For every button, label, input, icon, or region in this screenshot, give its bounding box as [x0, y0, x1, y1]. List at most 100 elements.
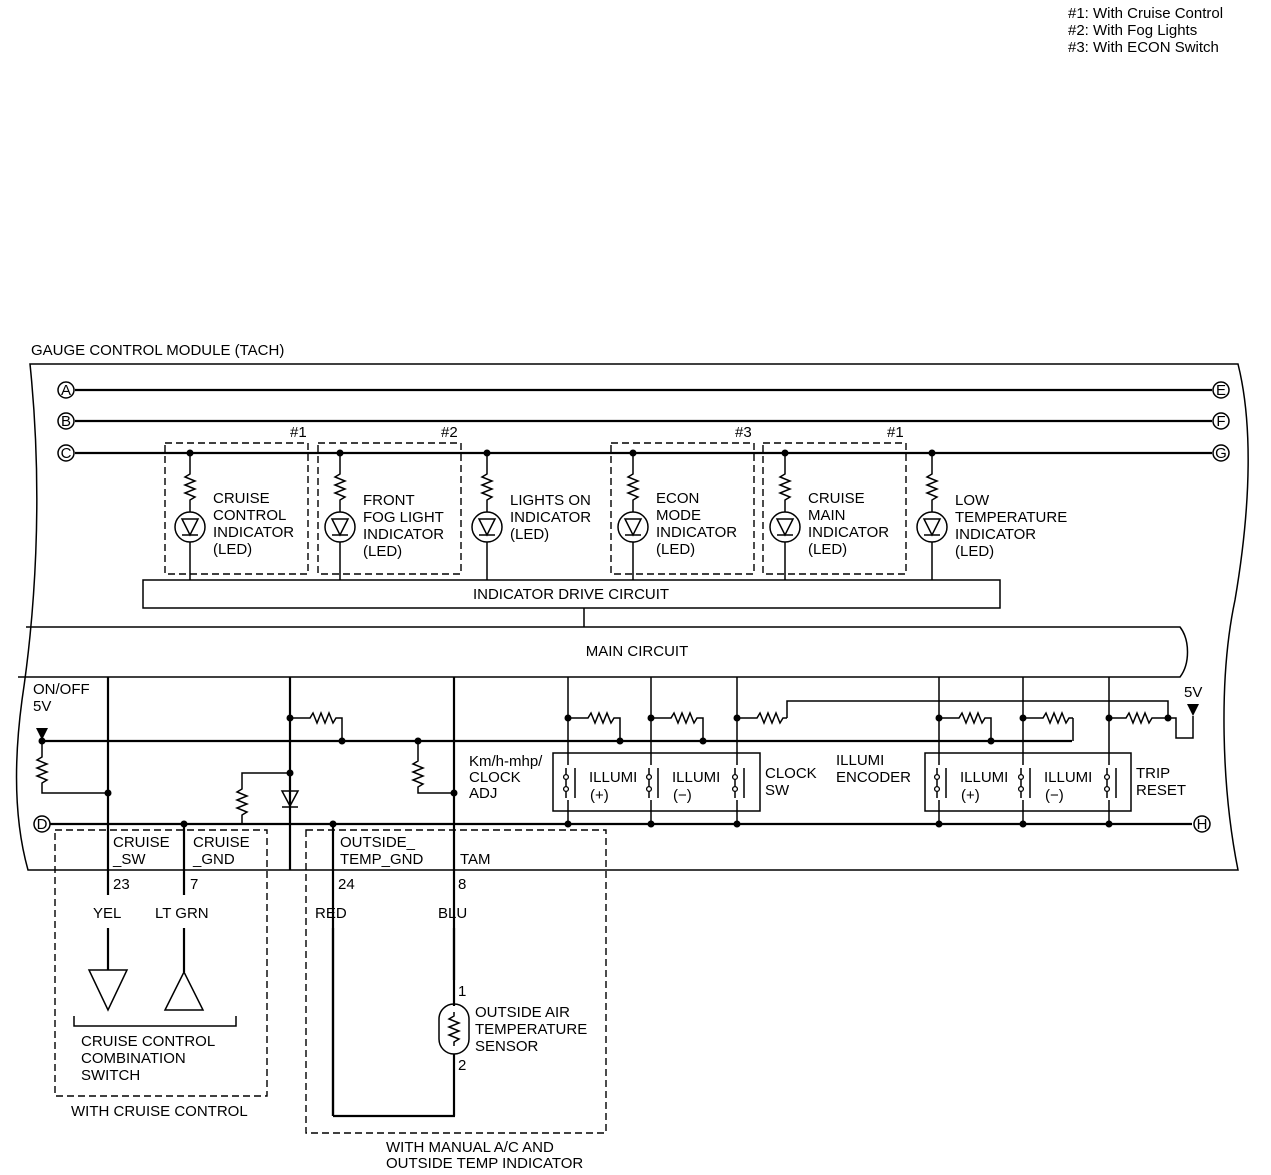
main-circuit: MAIN CIRCUIT — [18, 626, 1189, 678]
svg-text:#1: #1 — [290, 424, 307, 441]
svg-text:1: 1 — [458, 983, 466, 1000]
svg-text:INDICATOR: INDICATOR — [363, 526, 444, 543]
svg-text:7: 7 — [190, 876, 198, 893]
indicator-drive-circuit: INDICATOR DRIVE CIRCUIT — [142, 579, 1001, 627]
svg-text:H: H — [1197, 816, 1208, 833]
svg-text:5V: 5V — [33, 698, 51, 715]
switch-icon — [562, 767, 576, 799]
svg-text:ILLUMI: ILLUMI — [672, 769, 720, 786]
svg-text:LOW: LOW — [955, 492, 990, 509]
svg-text:(−): (−) — [673, 787, 692, 804]
svg-text:MAIN CIRCUIT: MAIN CIRCUIT — [586, 643, 689, 660]
trip-reset-switches: ILLUMI (+) ILLUMI (−) TRIP RESET — [924, 677, 1186, 828]
svg-text:MODE: MODE — [656, 507, 701, 524]
supply-5v: 5V — [1168, 684, 1202, 739]
svg-text:OUTSIDE AIR: OUTSIDE AIR — [475, 1004, 570, 1021]
svg-text:WITH MANUAL A/C AND: WITH MANUAL A/C AND — [386, 1139, 554, 1156]
svg-text:(LED): (LED) — [363, 543, 402, 560]
svg-text:G: G — [1215, 445, 1227, 462]
svg-text:(LED): (LED) — [656, 541, 695, 558]
led-icon — [617, 511, 649, 543]
terminal-cruise-sw: CRUISE _SW 23 YEL — [93, 834, 170, 922]
svg-text:23: 23 — [113, 876, 130, 893]
svg-text:D: D — [37, 816, 48, 833]
led-icon — [769, 511, 801, 543]
terminal-tam: TAM 8 BLU — [438, 851, 491, 922]
svg-text:TEMPERATURE: TEMPERATURE — [955, 509, 1067, 526]
svg-text:C: C — [61, 445, 72, 462]
svg-text:COMBINATION: COMBINATION — [81, 1050, 186, 1067]
svg-text:INDICATOR: INDICATOR — [656, 524, 737, 541]
terminal-cruise-gnd: CRUISE _GND 7 LT GRN — [155, 834, 250, 922]
svg-text:RESET: RESET — [1136, 782, 1186, 799]
switch-icon — [731, 767, 745, 799]
svg-text:CRUISE CONTROL: CRUISE CONTROL — [81, 1033, 215, 1050]
svg-text:2: 2 — [458, 1057, 466, 1074]
low-temperature-indicator: LOW TEMPERATURE INDICATOR (LED) — [916, 449, 1067, 580]
led-icon — [471, 511, 503, 543]
diode-icon — [280, 790, 300, 808]
svg-text:CRUISE: CRUISE — [193, 834, 250, 851]
svg-text:ADJ: ADJ — [469, 785, 497, 802]
svg-text:SW: SW — [765, 782, 790, 799]
on-off-5v-source: ON/OFF 5V — [33, 681, 90, 740]
legend-item-2: #2: With Fog Lights — [1068, 22, 1197, 39]
svg-text:24: 24 — [338, 876, 355, 893]
module-title: GAUGE CONTROL MODULE (TACH) — [31, 342, 284, 359]
connector-g: G — [1212, 444, 1230, 462]
svg-text:#2: #2 — [441, 424, 458, 441]
svg-text:_GND: _GND — [192, 851, 235, 868]
switch-icon — [1017, 767, 1031, 799]
svg-text:CLOCK: CLOCK — [765, 765, 817, 782]
svg-text:CRUISE: CRUISE — [213, 490, 270, 507]
svg-text:8: 8 — [458, 876, 466, 893]
svg-text:RED: RED — [315, 905, 347, 922]
outside-air-temperature-sensor: 1 2 OUTSIDE AIR TEMPERATURE SENSOR WITH … — [305, 829, 607, 1172]
svg-text:SWITCH: SWITCH — [81, 1067, 140, 1084]
front-fog-light-indicator: #2 FRONT FOG LIGHT INDICATOR (LED) — [317, 424, 462, 580]
svg-text:TEMPERATURE: TEMPERATURE — [475, 1021, 587, 1038]
svg-text:(LED): (LED) — [510, 526, 549, 543]
cruise-control-combination-switch: CRUISE CONTROL COMBINATION SWITCH WITH C… — [54, 829, 268, 1120]
svg-text:TRIP: TRIP — [1136, 765, 1170, 782]
svg-text:(LED): (LED) — [808, 541, 847, 558]
svg-text:WITH CRUISE CONTROL: WITH CRUISE CONTROL — [71, 1103, 248, 1120]
svg-text:(LED): (LED) — [213, 541, 252, 558]
svg-text:E: E — [1216, 382, 1226, 399]
svg-text:Km/h-mhp/: Km/h-mhp/ — [469, 753, 543, 770]
svg-text:YEL: YEL — [93, 905, 121, 922]
svg-text:ILLUMI: ILLUMI — [589, 769, 637, 786]
module-outline — [15, 363, 1249, 871]
svg-text:INDICATOR: INDICATOR — [213, 524, 294, 541]
svg-text:B: B — [61, 413, 71, 430]
svg-text:(+): (+) — [961, 787, 980, 804]
connector-d: D — [33, 815, 51, 833]
svg-text:#3: #3 — [735, 424, 752, 441]
clock-adj-switches: Km/h-mhp/ CLOCK ADJ ILLUMI (+) ILLUMI (−… — [469, 677, 1169, 828]
svg-text:(+): (+) — [590, 787, 609, 804]
lights-on-indicator: LIGHTS ON INDICATOR (LED) — [471, 449, 591, 580]
legend-item-1: #1: With Cruise Control — [1068, 5, 1223, 22]
svg-text:FOG LIGHT: FOG LIGHT — [363, 509, 444, 526]
svg-text:SENSOR: SENSOR — [475, 1038, 539, 1055]
svg-text:_SW: _SW — [112, 851, 146, 868]
switch-icon — [645, 767, 659, 799]
illumi-encoder-label: ILLUMI — [836, 752, 884, 769]
connector-e: E — [1212, 381, 1230, 399]
svg-text:CRUISE: CRUISE — [808, 490, 865, 507]
connector-h: H — [1193, 815, 1211, 833]
svg-text:ON/OFF: ON/OFF — [33, 681, 90, 698]
svg-text:BLU: BLU — [438, 905, 467, 922]
svg-text:INDICATOR DRIVE CIRCUIT: INDICATOR DRIVE CIRCUIT — [473, 586, 669, 603]
cruise-main-indicator: #1 CRUISE MAIN INDICATOR (LED) — [762, 424, 907, 580]
connector-b: B — [57, 412, 75, 430]
terminal-outside-temp-gnd: OUTSIDE_ TEMP_GND 24 RED — [315, 834, 424, 922]
svg-text:#1: #1 — [887, 424, 904, 441]
svg-text:ILLUMI: ILLUMI — [960, 769, 1008, 786]
switch-icon — [1103, 767, 1117, 799]
cruise-control-indicator: #1 CRUISE CONTROL INDICATOR (LED) — [164, 424, 309, 580]
svg-text:TAM: TAM — [460, 851, 491, 868]
svg-text:CLOCK: CLOCK — [469, 769, 521, 786]
legend-item-3: #3: With ECON Switch — [1068, 39, 1219, 56]
svg-text:LT GRN: LT GRN — [155, 905, 209, 922]
